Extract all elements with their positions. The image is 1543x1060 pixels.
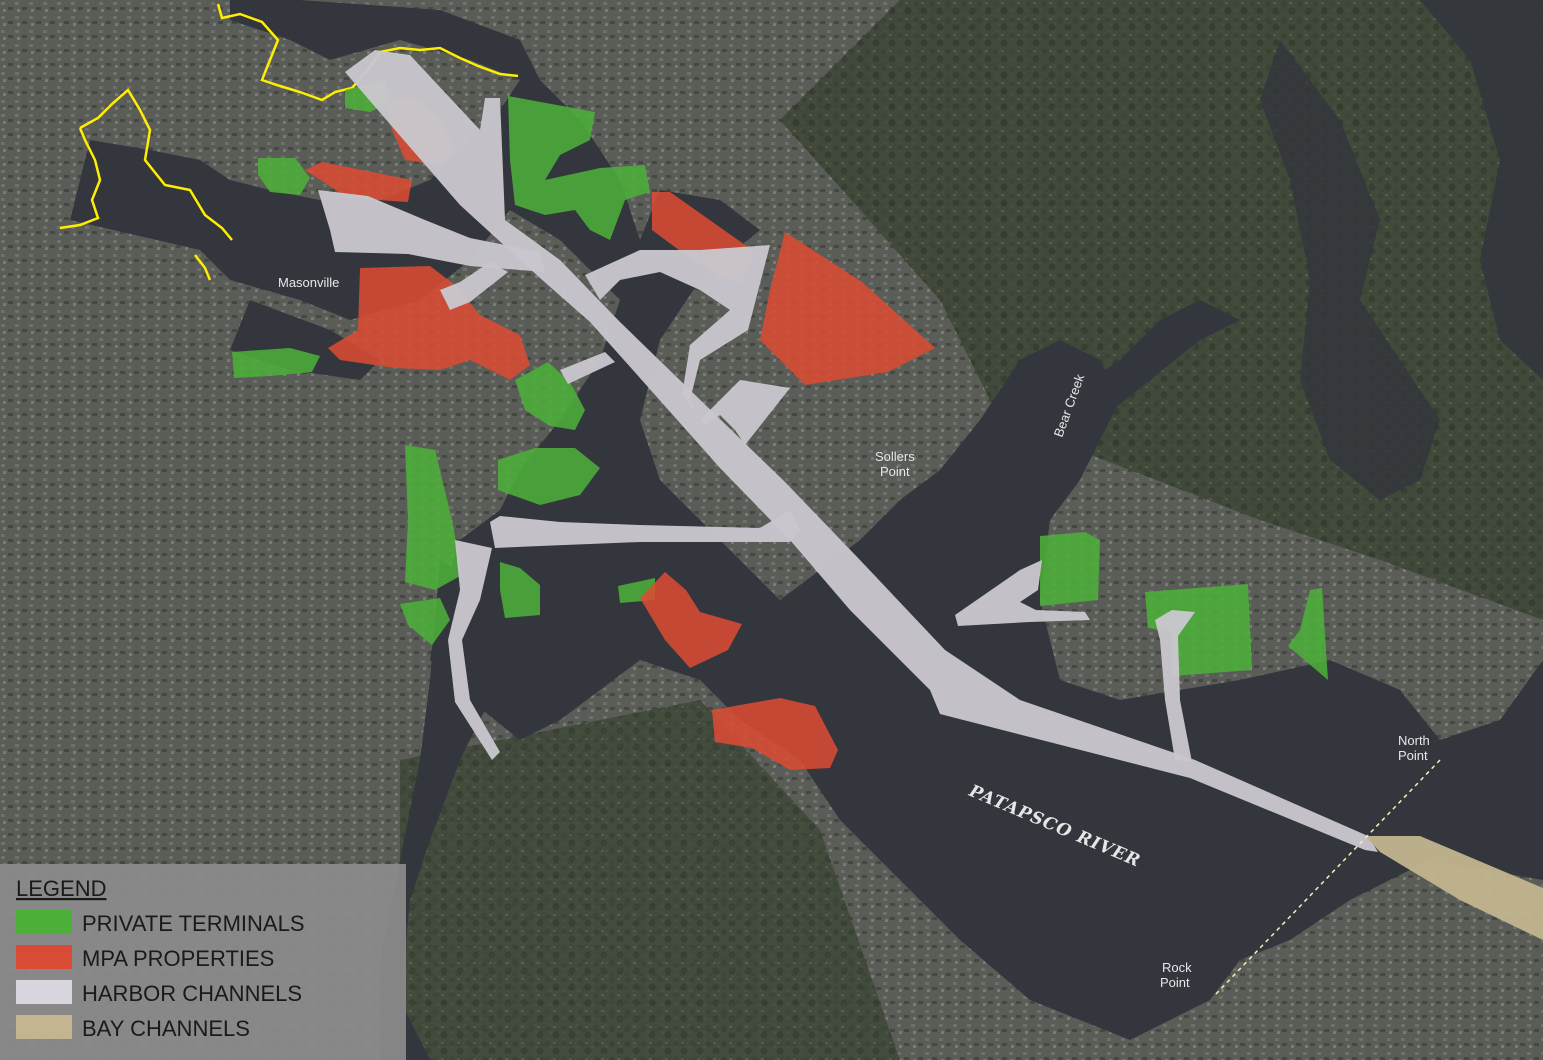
harbor-channel (560, 352, 615, 384)
legend-title: LEGEND (16, 876, 106, 901)
legend: LEGEND PRIVATE TERMINALS MPA PROPERTIES … (0, 864, 406, 1060)
private-terminal (1040, 532, 1100, 606)
legend-swatch-bay (16, 1015, 72, 1039)
mpa-properties-layer (305, 98, 935, 770)
label-rock-2: Point (1160, 975, 1190, 990)
private-terminal (515, 362, 585, 430)
private-terminal (508, 96, 650, 240)
legend-label-private: PRIVATE TERMINALS (82, 911, 305, 936)
harbor-channel (1155, 610, 1195, 762)
private-terminal (1288, 588, 1328, 680)
mpa-property (760, 232, 935, 385)
private-terminal (498, 448, 600, 505)
harbor-channels-layer (318, 50, 1378, 852)
harbor-channel (318, 190, 545, 272)
boundary-north (216, 3, 519, 102)
mpa-property (712, 698, 838, 770)
harbor-channel (440, 262, 508, 310)
label-sollers-2: Point (880, 464, 910, 479)
inner-harbor-water (70, 0, 1543, 1040)
legend-label-harbor: HARBOR CHANNELS (82, 981, 302, 1006)
mpa-property (328, 266, 530, 380)
harbor-channel (490, 510, 800, 548)
private-terminal (1145, 584, 1252, 676)
bay-channel (1365, 836, 1543, 940)
harbor-channel (585, 245, 790, 445)
mpa-property (640, 572, 742, 668)
mpa-property (305, 162, 412, 202)
label-masonville: Masonville (278, 275, 339, 290)
label-sollers-1: Sollers (875, 449, 915, 464)
legend-label-mpa: MPA PROPERTIES (82, 946, 274, 971)
river-mouth-line (1214, 759, 1441, 996)
harbor-channel (345, 50, 1378, 852)
bay-water (1300, 0, 1543, 380)
legend-swatch-mpa (16, 945, 72, 969)
legend-swatch-private (16, 910, 72, 934)
label-north-2: Point (1398, 748, 1428, 763)
private-terminal (400, 598, 450, 645)
harbor-channel (448, 540, 500, 760)
back-river-water (1260, 40, 1440, 500)
bear-creek-water (1000, 300, 1240, 460)
water (70, 0, 1543, 1060)
label-north-1: North (1398, 733, 1430, 748)
label-rock-1: Rock (1162, 960, 1192, 975)
city-boundary (59, 3, 519, 281)
legend-swatch-harbor (16, 980, 72, 1004)
private-terminal (258, 158, 310, 195)
private-terminal (405, 445, 462, 590)
private-terminal (232, 348, 320, 378)
boundary-west (59, 88, 233, 281)
legend-label-bay: BAY CHANNELS (82, 1016, 250, 1041)
curtis-creek-water (380, 560, 520, 1060)
harbor-channel (955, 560, 1090, 626)
private-terminal (500, 562, 540, 618)
land-south-forest (400, 700, 900, 1060)
